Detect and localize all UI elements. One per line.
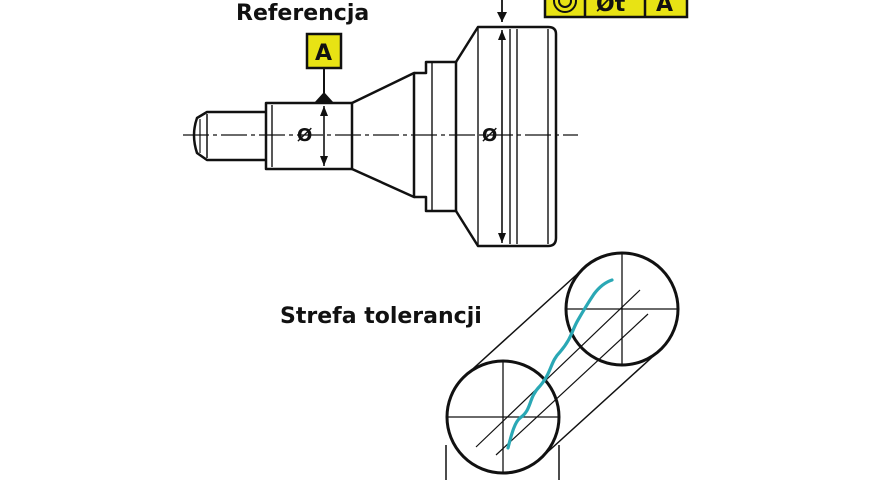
small-diameter-symbol: Ø bbox=[297, 125, 312, 146]
zone-circle-left bbox=[445, 359, 561, 475]
datum-reference: A bbox=[656, 0, 673, 17]
actual-axis-curve bbox=[506, 278, 614, 450]
tolerance-zone-cylinder bbox=[445, 251, 680, 480]
large-diameter-symbol: Ø bbox=[482, 125, 497, 146]
tolerance-zone-label: Strefa tolerancji bbox=[280, 304, 482, 329]
coaxiality-icon bbox=[553, 0, 577, 13]
small-diameter-dimension: Ø bbox=[297, 106, 328, 166]
tolerance-value: Øt bbox=[596, 0, 626, 17]
large-diameter-dimension: Ø bbox=[482, 30, 506, 243]
reference-label: Referencja bbox=[236, 1, 369, 26]
datum-triangle-icon bbox=[314, 92, 334, 103]
datum-box: A bbox=[305, 32, 343, 70]
zone-circle-right bbox=[564, 251, 680, 367]
datum-letter: A bbox=[315, 41, 332, 66]
frame-leader-arrow bbox=[497, 12, 507, 22]
feature-control-frame: Øt A bbox=[543, 0, 689, 19]
